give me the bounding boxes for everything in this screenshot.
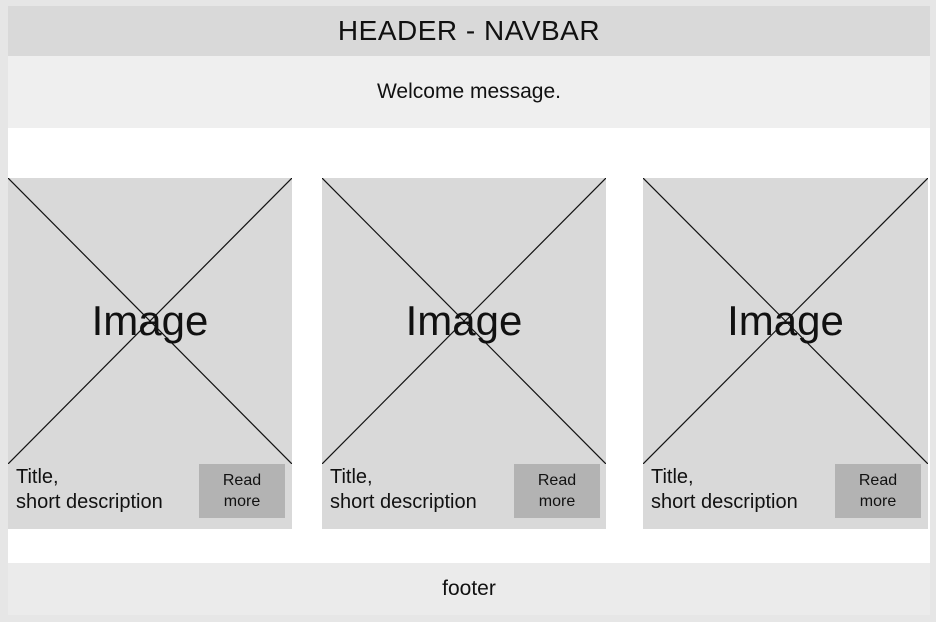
image-placeholder-icon xyxy=(643,178,928,464)
card-image-placeholder: Image xyxy=(322,178,606,464)
card-text: Title, short description xyxy=(16,465,163,515)
read-more-label: Read more xyxy=(222,472,262,510)
image-placeholder-icon xyxy=(8,178,292,464)
card-image-placeholder: Image xyxy=(643,178,928,464)
welcome-message: Welcome message. xyxy=(376,80,562,103)
card-description: short description xyxy=(16,491,163,513)
read-more-label: Read more xyxy=(537,472,577,510)
card-text: Title, short description xyxy=(651,465,798,515)
card-text: Title, short description xyxy=(330,465,477,515)
card-title: Title, xyxy=(651,466,694,488)
card-title: Title, xyxy=(330,466,373,488)
card-3: Image Title, short description Read more xyxy=(643,178,928,529)
card-description: short description xyxy=(651,491,798,513)
header-navbar: HEADER - NAVBAR xyxy=(8,6,930,56)
footer-text: footer xyxy=(442,577,496,600)
card-2: Image Title, short description Read more xyxy=(322,178,606,529)
read-more-button[interactable]: Read more xyxy=(514,464,600,518)
read-more-label: Read more xyxy=(858,472,898,510)
read-more-button[interactable]: Read more xyxy=(199,464,285,518)
page-frame: HEADER - NAVBAR Welcome message. Image T… xyxy=(8,6,930,615)
footer: footer xyxy=(8,563,930,615)
card-1: Image Title, short description Read more xyxy=(8,178,292,529)
header-title: HEADER - NAVBAR xyxy=(337,15,601,46)
image-label: Image xyxy=(91,297,209,344)
image-placeholder-icon xyxy=(322,178,606,464)
card-description: short description xyxy=(330,491,477,513)
read-more-button[interactable]: Read more xyxy=(835,464,921,518)
welcome-banner: Welcome message. xyxy=(8,56,930,128)
image-label: Image xyxy=(727,297,844,344)
image-label: Image xyxy=(405,297,523,344)
card-title: Title, xyxy=(16,466,59,488)
card-image-placeholder: Image xyxy=(8,178,292,464)
